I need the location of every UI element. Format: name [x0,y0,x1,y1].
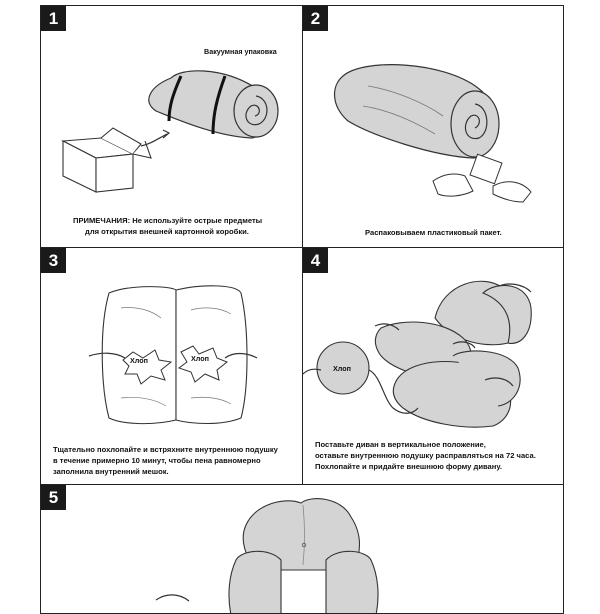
step-2-panel: 2 Распаковываем пластиковый пакет. [302,5,564,248]
step-number-badge: 3 [41,248,66,273]
step-1-panel: 1 Вакуумная упаковка ПРИМЕЧАНИЯ: Не испо… [40,5,303,248]
inner-cushion-illustration [88,285,258,425]
vacuum-roll-and-box-illustration [61,70,279,193]
step-1-caption-line-2: для открытия внешней картонной коробки. [85,227,249,236]
sofa-upright-illustration [303,280,532,428]
vacuum-pack-label: Вакуумная упаковка [204,47,277,56]
step-1-caption-line-1: ПРИМЕЧАНИЯ: Не используйте острые предме… [73,216,263,225]
finished-sofa-illustration [155,498,379,613]
step-3-caption-line-3: заполнила внутренний мешок. [53,467,169,476]
step-4-caption-line-2: оставьте внутреннюю подушку расправлятьс… [315,451,536,460]
step-number-badge: 5 [41,485,66,510]
clap-burst-right: Хлоп [191,354,209,363]
step-number-badge: 1 [41,6,66,31]
step-number-badge: 4 [303,248,328,273]
step-4-caption-line-1: Поставьте диван в вертикальное положение… [315,440,486,449]
step-2-caption: Распаковываем пластиковый пакет. [365,228,502,237]
clap-burst-left: Хлоп [130,356,148,365]
clap-burst-pouf: Хлоп [333,364,351,373]
step-4-caption-line-3: Похлопайте и придайте внешнюю форму дива… [315,462,503,471]
step-4-panel: 4 Хлоп Поставьте диван в вертикальное по… [302,247,564,485]
step-number-badge: 2 [303,6,328,31]
step-3-caption-line-2: в течение примерно 10 минут, чтобы пена … [53,456,261,465]
step-3-panel: 3 Хлоп Хлоп Тщательно похлопайте и встря… [40,247,303,485]
step-3-caption-line-1: Тщательно похлопайте и встряхните внутре… [53,445,278,454]
step-5-panel: 5 [40,484,564,614]
unpacking-roll-illustration [334,64,532,203]
